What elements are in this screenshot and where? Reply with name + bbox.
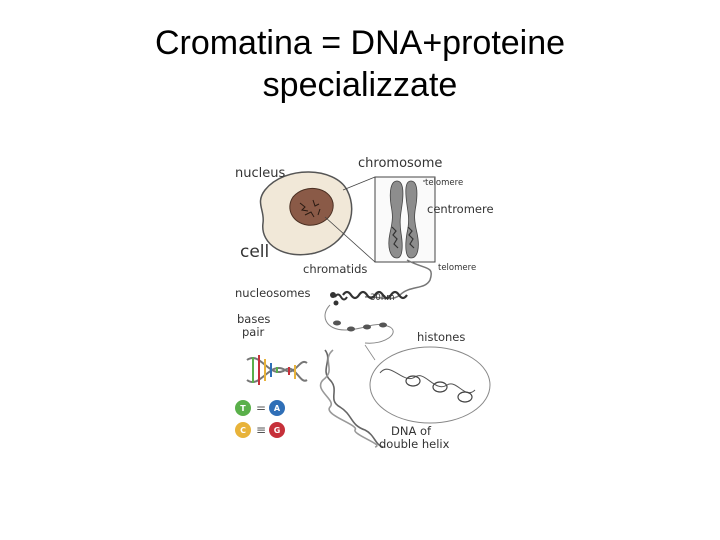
base-letter-t: T (240, 404, 246, 413)
base-circle-t (235, 400, 251, 416)
coiled-fiber (330, 290, 408, 306)
label-cell: cell (240, 242, 269, 262)
chromosome-drawing-icon (324, 176, 436, 263)
bond-triple: ≡ (256, 423, 266, 437)
base-letter-g: G (274, 426, 281, 435)
label-histones: histones (417, 330, 465, 344)
label-nucleosomes: nucleosomes (235, 286, 311, 300)
colored-helix (246, 355, 308, 385)
cell-drawing-icon (259, 171, 353, 256)
label-30nm: 30nm (370, 293, 394, 303)
bond-double: = (256, 401, 266, 415)
title-line-2: specializzate (262, 66, 458, 104)
base-letter-c: C (240, 426, 246, 435)
label-dna-2: double helix (379, 437, 450, 451)
label-telomere-bottom: telomere (438, 263, 476, 273)
dna-helix-drawing-icon (319, 349, 384, 448)
base-circle-c (235, 422, 251, 438)
base-circle-a (269, 400, 285, 416)
label-dna-1: DNA of (391, 424, 432, 438)
label-chromatids: chromatids (303, 262, 367, 276)
base-letter-a: A (274, 404, 281, 413)
chromatin-diagram: nucleus cell chromosome telomere centrom… (235, 156, 494, 451)
base-circle-g (269, 422, 285, 438)
label-telomere-top: telomere (425, 178, 463, 188)
chromatid-fiber (364, 259, 432, 300)
nucleosome-beads (333, 320, 387, 332)
label-nucleus: nucleus (235, 166, 285, 181)
label-bases-pair-2: pair (242, 325, 265, 339)
slide-title: Cromatina = DNA+proteine specializzate (0, 22, 720, 106)
label-chromosome: chromosome (358, 156, 442, 171)
histones-inset (364, 344, 491, 424)
label-bases-pair-1: bases (237, 312, 270, 326)
title-line-1: Cromatina = DNA+proteine (154, 24, 566, 62)
label-centromere: centromere (427, 202, 494, 216)
base-pair-legend: T = A C ≡ G (235, 400, 285, 438)
